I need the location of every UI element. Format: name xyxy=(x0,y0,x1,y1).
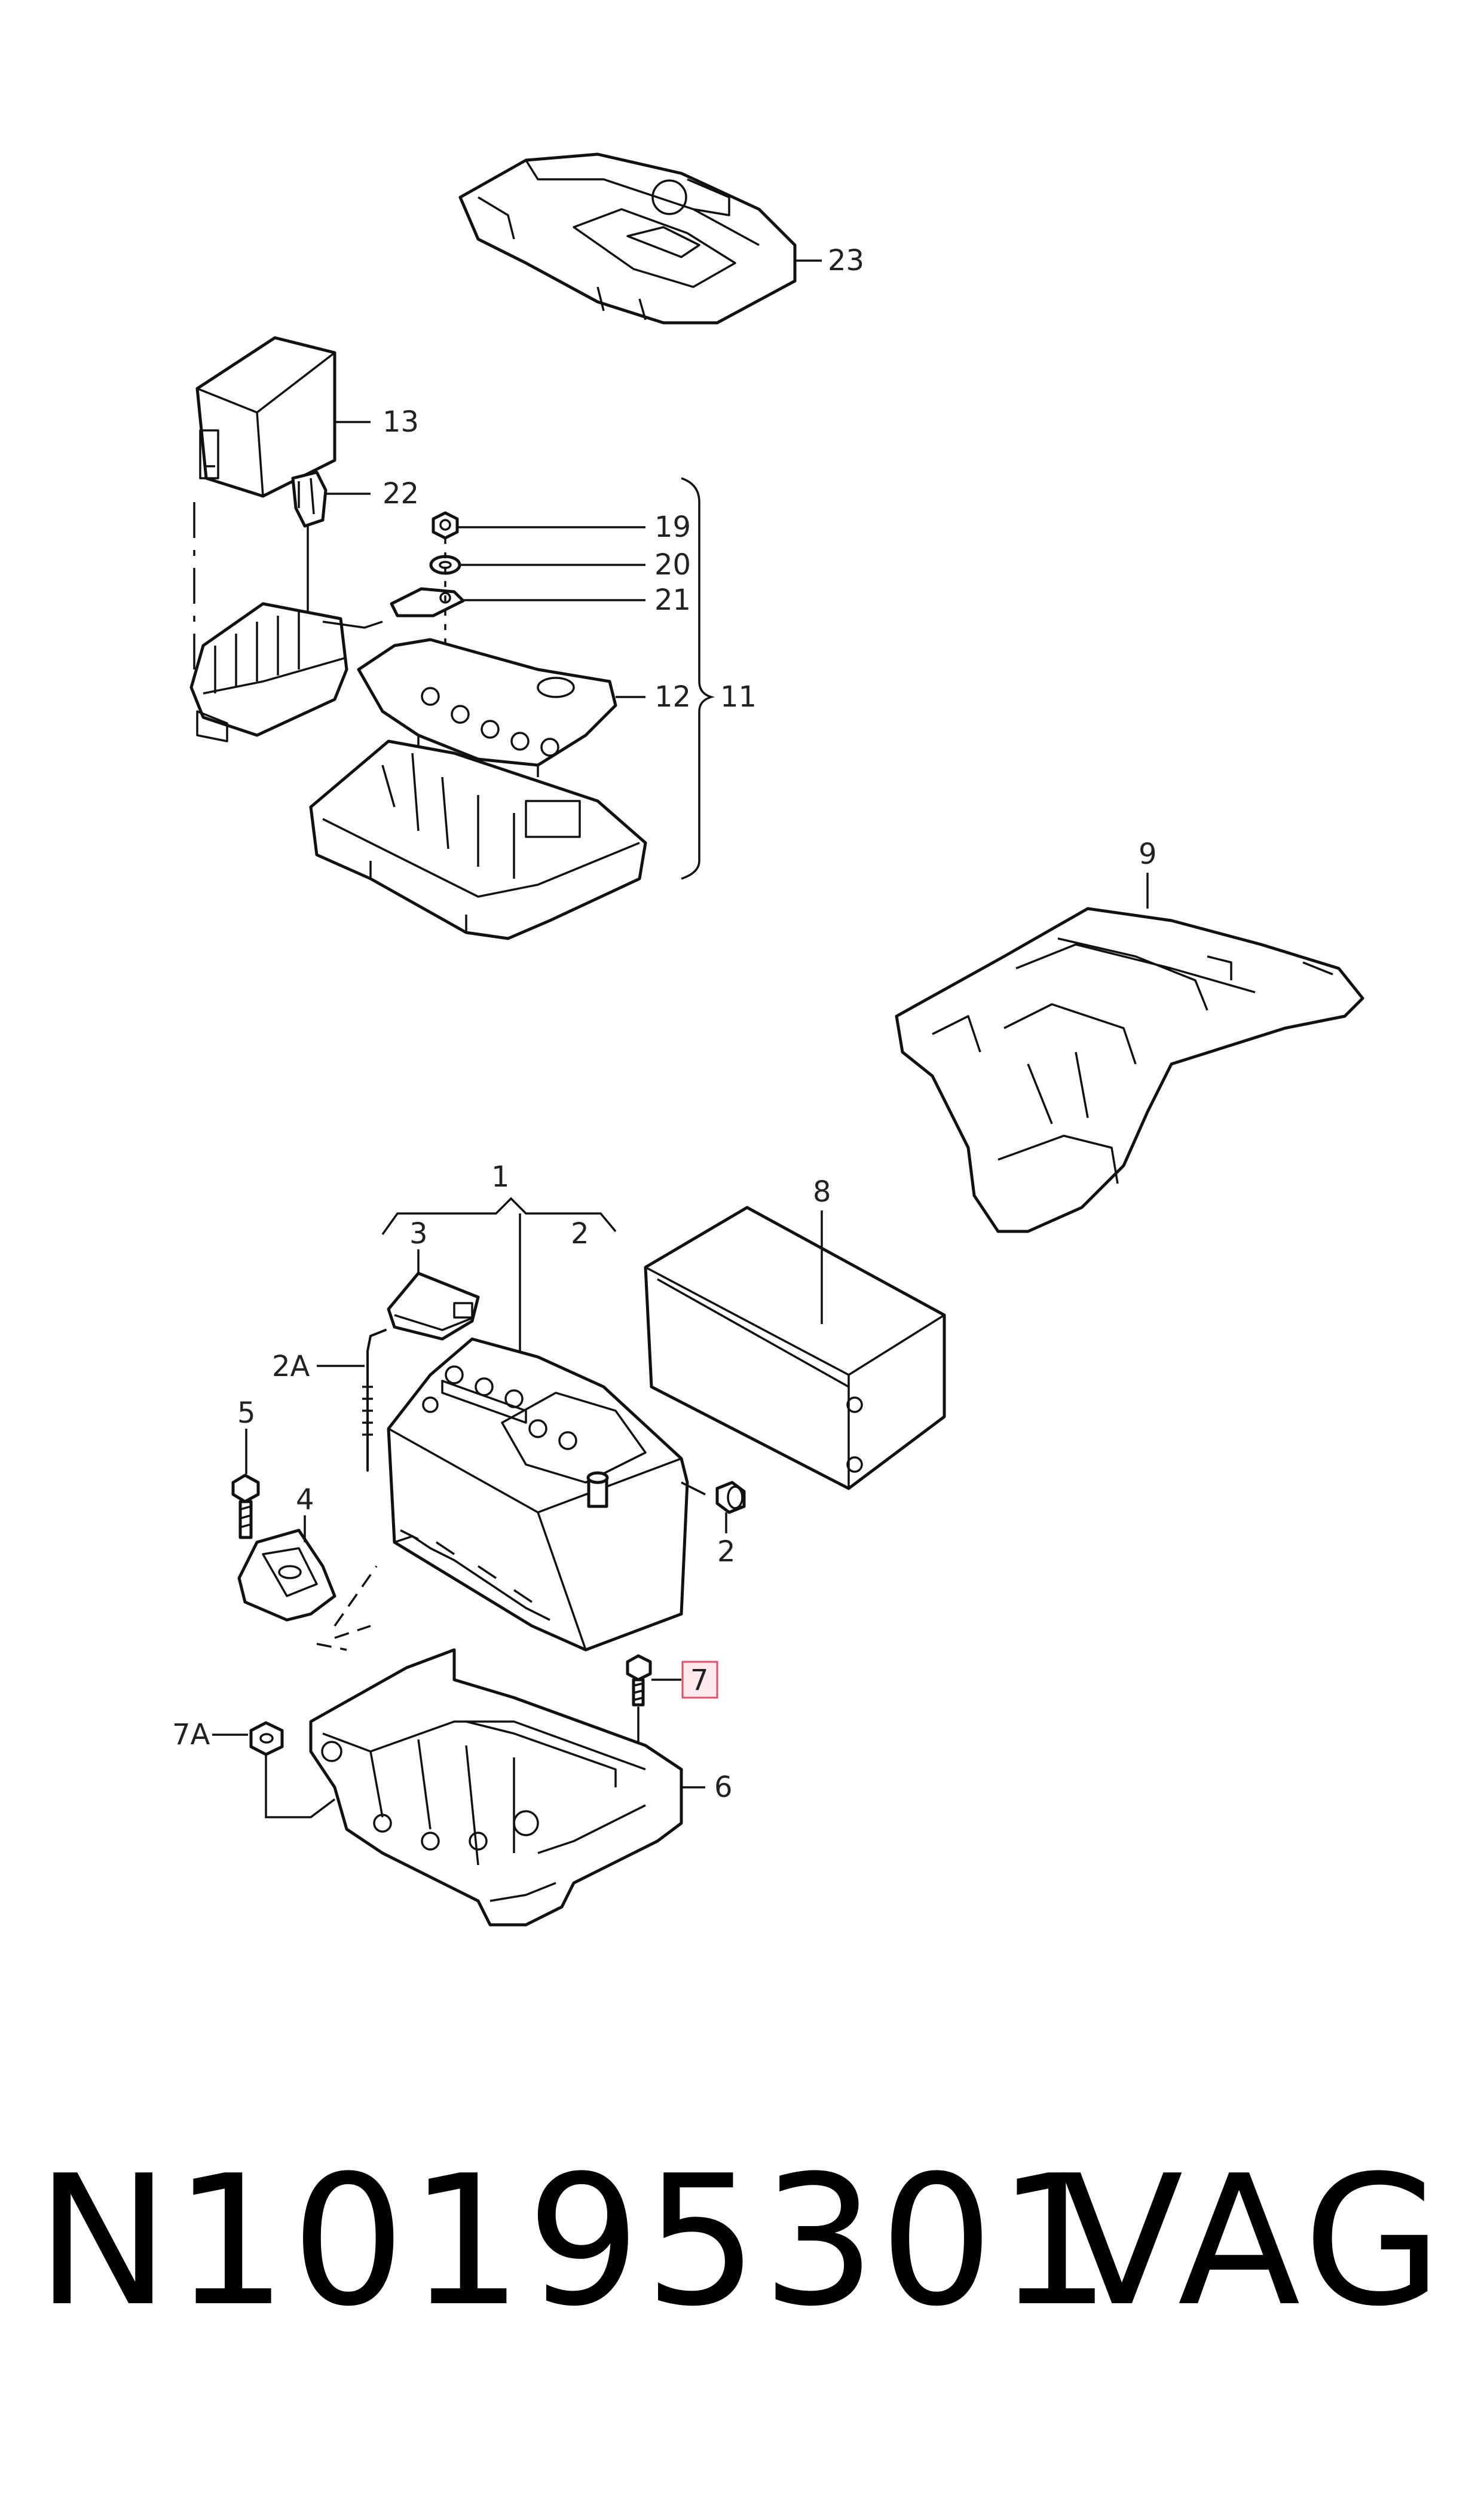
callout-19: 19 xyxy=(654,510,691,544)
part-13-box xyxy=(195,336,336,498)
part-3-terminal-cover xyxy=(387,1271,480,1341)
callout-2A: 2A xyxy=(272,1350,310,1383)
part-7-bolt xyxy=(626,1654,652,1707)
part-number: N10195301 xyxy=(36,2137,1115,2346)
callout-3: 3 xyxy=(409,1217,428,1251)
callout-4: 4 xyxy=(296,1483,314,1517)
callout-2-top: 2 xyxy=(571,1217,589,1251)
callout-22: 22 xyxy=(383,477,419,510)
part-8-battery-box xyxy=(644,1206,946,1490)
callout-12: 12 xyxy=(654,680,691,714)
callout-6: 6 xyxy=(714,1771,733,1804)
fuse-carrier-base xyxy=(309,739,647,940)
callout-23: 23 xyxy=(828,244,864,277)
part-7A-nut xyxy=(249,1721,284,1756)
caption: N10195301 VAG xyxy=(36,2128,1448,2355)
part-4-clamp xyxy=(237,1528,336,1622)
callout-2-right: 2 xyxy=(717,1535,736,1569)
callout-20: 20 xyxy=(654,548,691,582)
callout-13: 13 xyxy=(383,405,419,439)
part-19-nut xyxy=(432,511,459,540)
part-22-fuse xyxy=(291,470,328,528)
callout-7-highlight xyxy=(681,1661,718,1699)
fuse-block xyxy=(189,602,383,742)
callout-9: 9 xyxy=(1139,837,1157,871)
part-9-bracket xyxy=(895,907,1364,1233)
part-21-bracket xyxy=(390,587,465,617)
part-12-busbar xyxy=(357,638,617,777)
callout-8: 8 xyxy=(813,1175,831,1209)
brand-name: VAG xyxy=(1060,2137,1448,2346)
callout-5: 5 xyxy=(237,1396,256,1430)
part-5-bolt xyxy=(231,1473,260,1539)
part-1-battery xyxy=(387,1337,689,1652)
callout-21: 21 xyxy=(654,583,691,617)
callout-1: 1 xyxy=(491,1160,510,1194)
part-2-plug xyxy=(715,1481,746,1514)
part-23-cover xyxy=(458,152,797,325)
callout-11: 11 xyxy=(720,680,757,714)
callout-7A: 7A xyxy=(172,1718,210,1751)
part-6-battery-tray xyxy=(309,1648,683,1927)
callout-7: 7 xyxy=(690,1664,709,1697)
part-2A-vent-hose xyxy=(362,1329,387,1472)
